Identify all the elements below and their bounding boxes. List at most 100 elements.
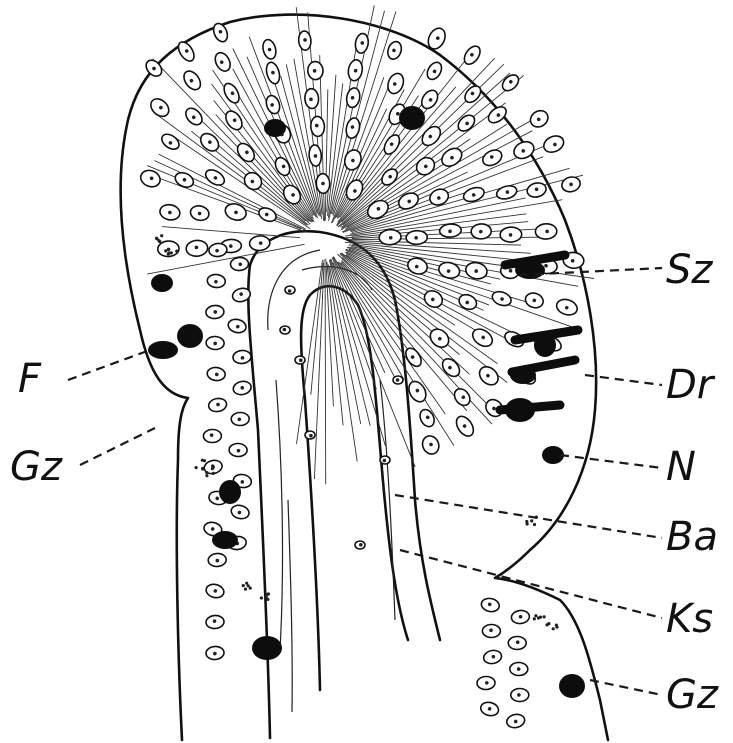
leader-f — [68, 350, 150, 380]
cell — [511, 689, 529, 702]
cell — [500, 227, 522, 243]
label-gz-left: Gz — [10, 444, 63, 490]
cell — [506, 713, 526, 729]
cell — [386, 40, 404, 61]
cell — [159, 131, 182, 152]
granule-dot — [170, 251, 173, 254]
granule-dot — [555, 624, 558, 627]
cell — [345, 87, 361, 109]
cell — [560, 175, 582, 194]
leader-gz-left — [80, 428, 155, 465]
cell — [186, 240, 209, 258]
cell — [510, 662, 528, 675]
dark-cell — [559, 674, 585, 698]
cell — [308, 144, 322, 166]
label-sz: Sz — [666, 247, 713, 293]
cell — [526, 181, 548, 199]
cell — [524, 291, 546, 310]
cell — [232, 380, 252, 396]
core-strand-3 — [380, 380, 395, 620]
cell — [379, 229, 402, 245]
granule-dot — [212, 472, 215, 475]
cell — [234, 140, 257, 164]
granule-dot — [265, 595, 268, 598]
granule-dot — [211, 467, 214, 470]
cell — [479, 701, 500, 718]
granule-dot — [242, 584, 245, 587]
dark-streak — [515, 330, 578, 340]
leader-gz-right — [590, 680, 662, 695]
cell — [424, 60, 444, 82]
cell-nucleus — [288, 289, 292, 293]
cell — [462, 185, 486, 204]
cell — [420, 433, 442, 456]
granule-dot — [533, 617, 536, 620]
cell — [527, 107, 551, 130]
cell-nucleus — [489, 628, 493, 632]
granule-dot — [205, 474, 208, 477]
granule-dot — [533, 523, 536, 526]
cell — [175, 39, 197, 64]
cell — [229, 443, 247, 457]
granule-dot — [267, 592, 270, 595]
cell — [147, 95, 172, 119]
cell — [486, 104, 510, 126]
cell — [421, 288, 445, 311]
cell — [453, 413, 477, 439]
dark-cell — [399, 106, 425, 130]
core-strand-5 — [288, 500, 292, 712]
cell-nucleus — [517, 693, 521, 697]
cell — [205, 582, 226, 599]
cell — [206, 336, 225, 350]
cell — [208, 397, 228, 413]
dark-streak — [500, 405, 560, 410]
cell — [480, 147, 504, 169]
dark-cell — [212, 531, 238, 549]
cell — [403, 345, 424, 369]
granule-dot — [547, 622, 550, 625]
granule-dot — [537, 616, 540, 619]
cell — [295, 356, 305, 364]
cell — [231, 412, 249, 425]
cell — [511, 609, 530, 624]
cell — [457, 292, 479, 312]
dark-cell — [151, 274, 173, 292]
label-ks: Ks — [666, 596, 713, 642]
cell-nucleus — [383, 459, 387, 463]
cell — [439, 223, 461, 238]
cell — [413, 154, 438, 178]
cell — [285, 286, 295, 294]
cell — [212, 50, 233, 73]
label-n: N — [666, 444, 696, 490]
label-dr: Dr — [666, 362, 716, 408]
cell — [227, 318, 248, 335]
cell — [206, 646, 225, 660]
cell — [499, 72, 521, 94]
cell — [417, 407, 437, 429]
fiber — [233, 69, 313, 216]
cell — [208, 553, 227, 567]
fiber — [330, 259, 385, 446]
cell-nucleus — [359, 543, 363, 547]
cell-nucleus — [283, 328, 287, 332]
granule-dot — [167, 252, 170, 255]
granule-dot — [158, 240, 161, 243]
label-ba: Ba — [666, 514, 718, 560]
leader-ba — [395, 495, 662, 538]
cell — [197, 130, 222, 154]
fiber — [325, 266, 326, 484]
cell — [342, 148, 363, 172]
cell — [406, 230, 428, 245]
cell — [261, 38, 278, 60]
cell — [241, 169, 265, 193]
granule-dot — [195, 466, 198, 469]
granule-dot — [249, 587, 252, 590]
cell — [310, 116, 325, 137]
cell — [483, 649, 503, 665]
cell — [471, 224, 492, 240]
cell — [230, 503, 251, 520]
cell — [223, 201, 248, 222]
cell — [307, 61, 323, 80]
cell — [508, 636, 526, 649]
cell — [461, 43, 483, 67]
